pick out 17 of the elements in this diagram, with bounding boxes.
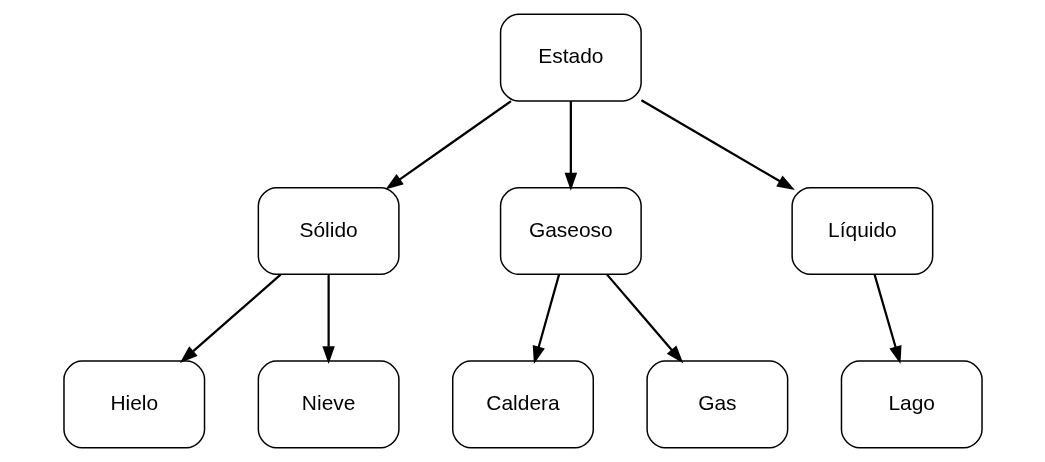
node-box: Hielo [62,360,205,449]
node-box: Líquido [790,186,933,276]
arrow [384,100,512,190]
node-box: Estado [499,13,642,102]
node-box: Gas [645,360,788,449]
arrow [564,101,577,191]
arrow [179,273,281,363]
node-box: Caldera [451,360,594,449]
arrow [640,99,795,191]
arrow [532,274,560,364]
node-box: Sólido [257,186,400,276]
node-box: Nieve [257,360,400,449]
arrow [873,274,901,364]
arrow [605,273,683,364]
node-box: Lago [840,360,983,449]
arrow [321,274,335,365]
node-box: Gaseoso [499,186,642,276]
